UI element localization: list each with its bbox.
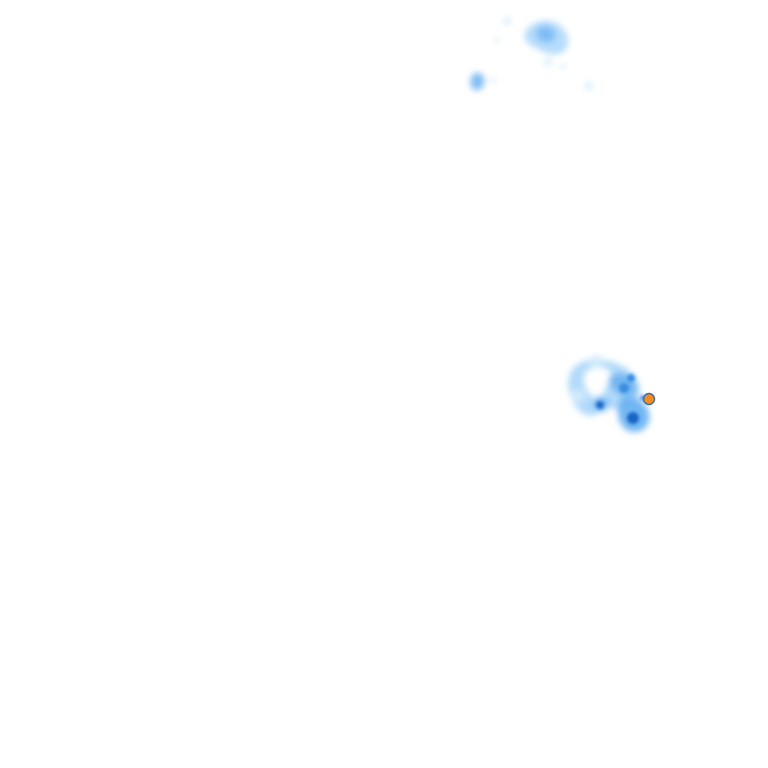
heatmap-region-north	[470, 17, 593, 91]
location-marker[interactable]	[642, 392, 656, 406]
heat-core	[596, 401, 604, 409]
heat-blob	[544, 58, 552, 66]
heat-blob	[489, 77, 495, 83]
heatmap-region-east	[568, 355, 650, 432]
heat-blob	[589, 355, 603, 369]
heat-core	[627, 412, 639, 424]
heat-blob	[536, 25, 556, 43]
heat-core	[627, 374, 635, 382]
heat-blob	[560, 63, 566, 69]
heat-blob	[503, 17, 511, 25]
location-dot-icon[interactable]	[642, 392, 656, 406]
heat-blob	[470, 72, 485, 91]
heat-blob	[585, 82, 593, 90]
heat-blob	[571, 389, 585, 403]
heat-blob	[494, 37, 500, 43]
heat-core	[619, 383, 629, 393]
